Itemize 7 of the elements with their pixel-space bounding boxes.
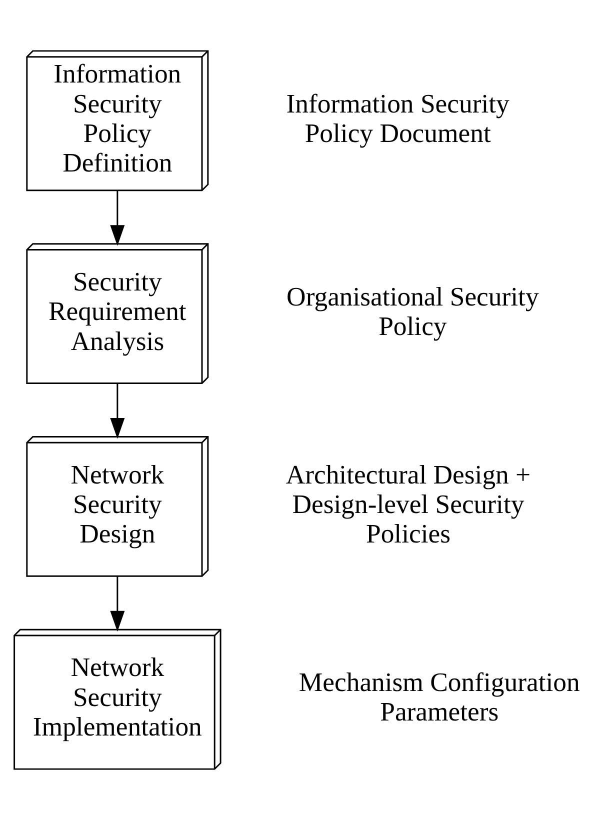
arrow [110,190,125,246]
node-label: Organisational Security Policy [286,281,539,341]
node-label: Information Security Policy Document [286,88,510,148]
arrow [110,576,125,632]
arrow [110,384,125,439]
node-label: Mechanism Configuration Parameters [298,667,580,727]
node-label: Architectural Design + Design-level Security Policies [286,459,531,549]
